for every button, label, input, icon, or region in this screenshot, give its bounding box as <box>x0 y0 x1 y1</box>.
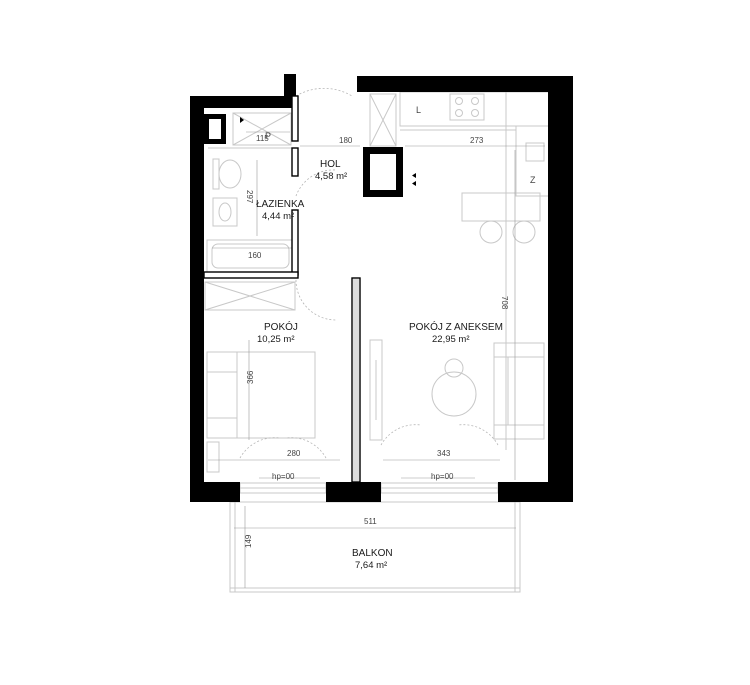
hp-right: hp=00 <box>431 472 454 481</box>
chair-icon <box>479 220 503 244</box>
bathroom-door-swing <box>295 169 337 197</box>
wall-top-left <box>190 96 296 108</box>
wall-bottom-right <box>498 482 573 502</box>
room-area-pokoj: 10,25 m² <box>257 334 295 345</box>
toilet-icon <box>218 159 242 189</box>
hp-left: hp=00 <box>272 472 295 481</box>
dim-511: 511 <box>364 517 377 526</box>
dim-180: 180 <box>339 136 353 145</box>
entrance-door-swing <box>295 87 353 97</box>
marker-icon <box>240 117 244 123</box>
coffee-table <box>431 371 477 417</box>
wall-bottom-left <box>190 482 240 502</box>
dim-273: 273 <box>470 136 484 145</box>
room-name-pokoj: POKÓJ <box>264 320 298 333</box>
cooktop-icon <box>449 93 485 121</box>
marker-icon <box>412 181 416 186</box>
room-name-pokoj-z-aneksem: POKÓJ Z ANEKSEM <box>409 320 503 333</box>
dim-149: 149 <box>244 534 253 548</box>
markers <box>240 117 416 186</box>
balcony-outline <box>229 501 521 593</box>
dim-366: 366 <box>246 370 255 384</box>
room-name-lazienka: ŁAZIENKA <box>256 199 305 210</box>
wall-top-right <box>357 76 573 92</box>
kitchen-counter-top <box>399 91 553 127</box>
wall-bottom-mid <box>326 482 381 502</box>
shower-p-label: P <box>265 131 271 141</box>
room-area-balkon: 7,64 m² <box>355 560 387 571</box>
kitchen-l-label: L <box>416 105 421 115</box>
walls <box>190 74 573 502</box>
room-area-hol: 4,58 m² <box>315 171 347 182</box>
room-door-swing <box>295 279 337 321</box>
wall-right <box>548 76 573 502</box>
dimension-lines <box>208 131 545 588</box>
dim-160: 160 <box>248 251 262 260</box>
chair-icon <box>512 220 536 244</box>
tv-stand <box>369 339 383 441</box>
washbasin-icon <box>212 197 238 227</box>
dim-297: 297 <box>245 190 254 204</box>
fixtures <box>204 91 553 593</box>
dim-343: 343 <box>437 449 451 458</box>
shower-icon <box>232 112 292 146</box>
marker-icon <box>412 173 416 178</box>
room-name-balkon: BALKON <box>352 548 393 559</box>
wall-left <box>190 96 204 502</box>
kitchen-z-label: Z <box>530 175 536 185</box>
dining-table <box>461 192 541 222</box>
room-area-lazienka: 4,44 m² <box>262 211 294 222</box>
wardrobe <box>204 281 296 311</box>
kitchen-cabinet <box>369 93 397 147</box>
dim-280: 280 <box>287 449 301 458</box>
dim-708: 708 <box>500 296 509 310</box>
dim-115: 115 <box>256 134 269 143</box>
room-name-hol: HOL <box>320 159 341 170</box>
room-area-pokoj-z-aneksem: 22,95 m² <box>432 334 470 345</box>
sink-icon <box>525 142 545 162</box>
labels: P L Z 115 180 273 297 160 708 366 280 34… <box>244 105 536 571</box>
